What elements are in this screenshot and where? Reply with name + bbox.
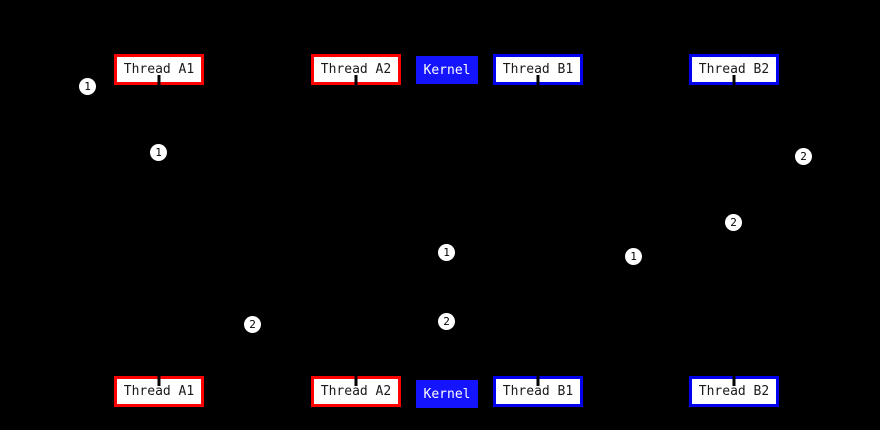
lifeline-stub — [157, 75, 161, 86]
lifeline-foot-kernel: Kernel — [416, 380, 478, 408]
lifeline-stub — [354, 375, 358, 386]
lifeline-stub — [157, 375, 161, 386]
thread-a1-label: Thread A1 — [123, 384, 195, 399]
lifeline-head-thread-a1: Thread A1 — [114, 54, 204, 86]
lifeline-stub — [732, 375, 736, 386]
step-marker: 2 — [438, 313, 455, 330]
lifeline-foot-thread-b2: Thread B2 — [689, 375, 779, 407]
lifeline-stub — [732, 75, 736, 86]
lifeline-head-kernel: Kernel — [416, 56, 478, 84]
thread-b1-label: Thread B1 — [502, 62, 574, 77]
kernel-label: Kernel — [423, 62, 471, 78]
kernel-label: Kernel — [423, 386, 471, 402]
step-marker: 1 — [438, 244, 455, 261]
step-marker: 2 — [795, 148, 812, 165]
thread-b2-label: Thread B2 — [698, 62, 770, 77]
lifeline-foot-thread-b1: Thread B1 — [493, 375, 583, 407]
step-marker: 1 — [625, 248, 642, 265]
lifeline-head-thread-b2: Thread B2 — [689, 54, 779, 86]
step-marker: 1 — [150, 144, 167, 161]
lifeline-head-thread-a2: Thread A2 — [311, 54, 401, 86]
step-marker: 2 — [244, 316, 261, 333]
thread-a2-label: Thread A2 — [320, 62, 392, 77]
lifeline-stub — [354, 75, 358, 86]
thread-b2-label: Thread B2 — [698, 384, 770, 399]
lifeline-stub — [536, 75, 540, 86]
thread-a1-label: Thread A1 — [123, 62, 195, 77]
lifeline-foot-thread-a1: Thread A1 — [114, 375, 204, 407]
step-marker: 2 — [725, 214, 742, 231]
lifeline-foot-thread-a2: Thread A2 — [311, 375, 401, 407]
lifeline-head-thread-b1: Thread B1 — [493, 54, 583, 86]
thread-b1-label: Thread B1 — [502, 384, 574, 399]
step-marker: 1 — [79, 78, 96, 95]
thread-a2-label: Thread A2 — [320, 384, 392, 399]
lifeline-stub — [536, 375, 540, 386]
